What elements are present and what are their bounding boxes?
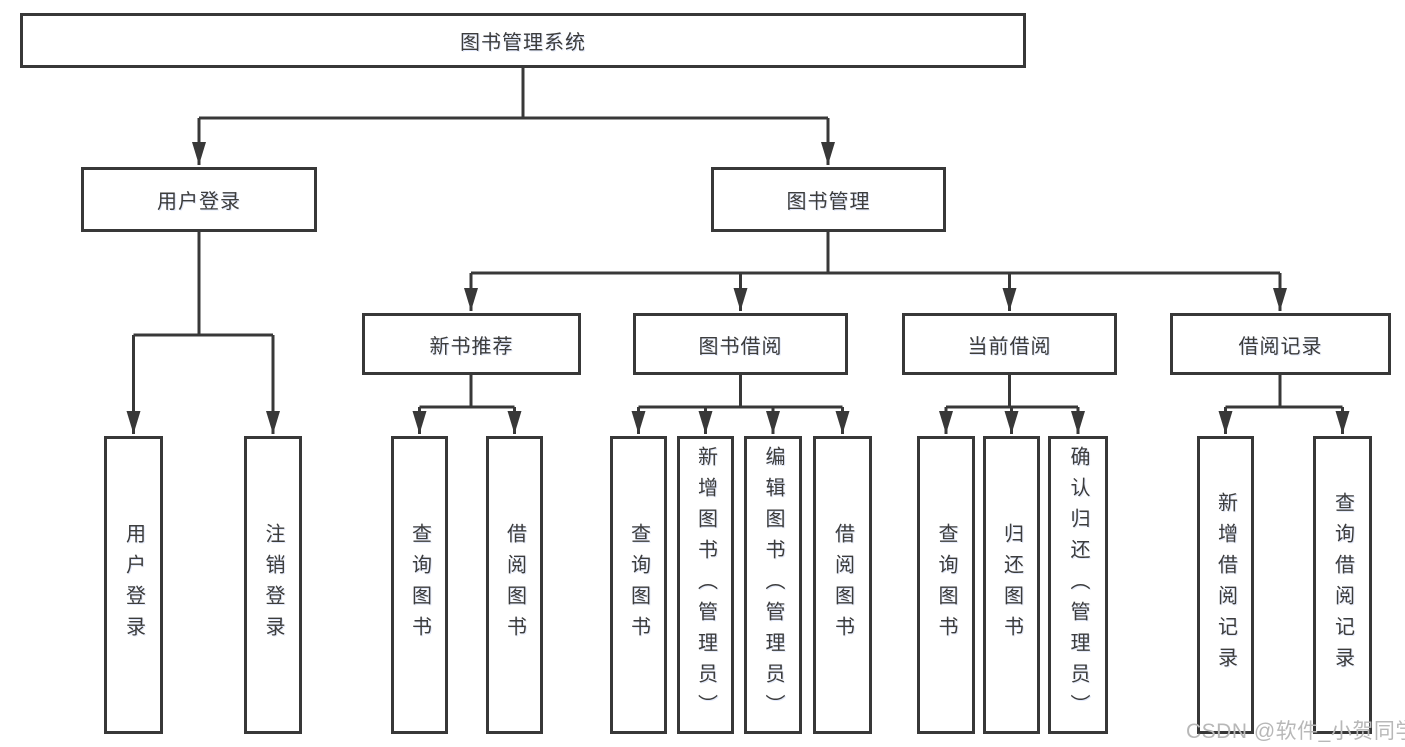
- leaf-add-book-admin: 新增图书（管理员）: [677, 436, 734, 734]
- leaf-query-books-borrowing: 查询图书: [610, 436, 667, 734]
- leaf-edit-book-admin: 编辑图书（管理员）: [744, 436, 802, 734]
- leaf-logout: 注销登录: [244, 436, 302, 734]
- leaf-label: 查询借阅记录: [1331, 492, 1354, 678]
- leaf-label: 归还图书: [1000, 523, 1023, 647]
- node-label: 新书推荐: [429, 335, 514, 358]
- leaf-label: 注销登录: [262, 523, 284, 647]
- leaf-label: 用户登录: [122, 523, 145, 647]
- leaf-confirm-return-admin: 确认归还（管理员）: [1048, 436, 1108, 734]
- leaf-label: 查询图书: [935, 523, 957, 647]
- leaf-user-login: 用户登录: [104, 436, 163, 734]
- node-book-borrowing: 图书借阅: [633, 313, 848, 375]
- leaf-query-books-recommend: 查询图书: [391, 436, 448, 734]
- leaf-label: 新增借阅记录: [1214, 492, 1237, 678]
- node-borrowing-records: 借阅记录: [1170, 313, 1391, 375]
- node-label: 图书借阅: [698, 335, 783, 358]
- leaf-add-borrow-record: 新增借阅记录: [1197, 436, 1254, 734]
- leaf-borrow-books-borrowing: 借阅图书: [813, 436, 872, 734]
- leaf-label: 新增图书（管理员）: [694, 445, 717, 725]
- node-label: 借阅记录: [1238, 335, 1323, 358]
- node-current-borrowing: 当前借阅: [902, 313, 1117, 375]
- node-new-book-recommend: 新书推荐: [362, 313, 581, 375]
- node-library-management-system: 图书管理系统: [20, 13, 1026, 68]
- node-label: 用户登录: [157, 191, 241, 213]
- leaf-label: 借阅图书: [831, 523, 854, 647]
- leaf-label: 确认归还（管理员）: [1067, 445, 1089, 725]
- leaf-label: 查询图书: [627, 523, 650, 647]
- node-label: 图书管理: [786, 191, 871, 213]
- leaf-label: 借阅图书: [503, 523, 526, 647]
- leaf-query-borrow-record: 查询借阅记录: [1313, 436, 1372, 734]
- leaf-query-books-current: 查询图书: [917, 436, 975, 734]
- node-label: 当前借阅: [967, 335, 1052, 358]
- leaf-label: 查询图书: [408, 523, 431, 647]
- leaf-borrow-books-recommend: 借阅图书: [486, 436, 543, 734]
- csdn-watermark: CSDN @软件_小贺同学: [1186, 720, 1405, 743]
- node-label: 图书管理系统: [460, 32, 586, 54]
- leaf-return-books: 归还图书: [983, 436, 1040, 734]
- node-user-login: 用户登录: [81, 167, 317, 232]
- node-book-management: 图书管理: [711, 167, 946, 232]
- leaf-label: 编辑图书（管理员）: [762, 445, 784, 725]
